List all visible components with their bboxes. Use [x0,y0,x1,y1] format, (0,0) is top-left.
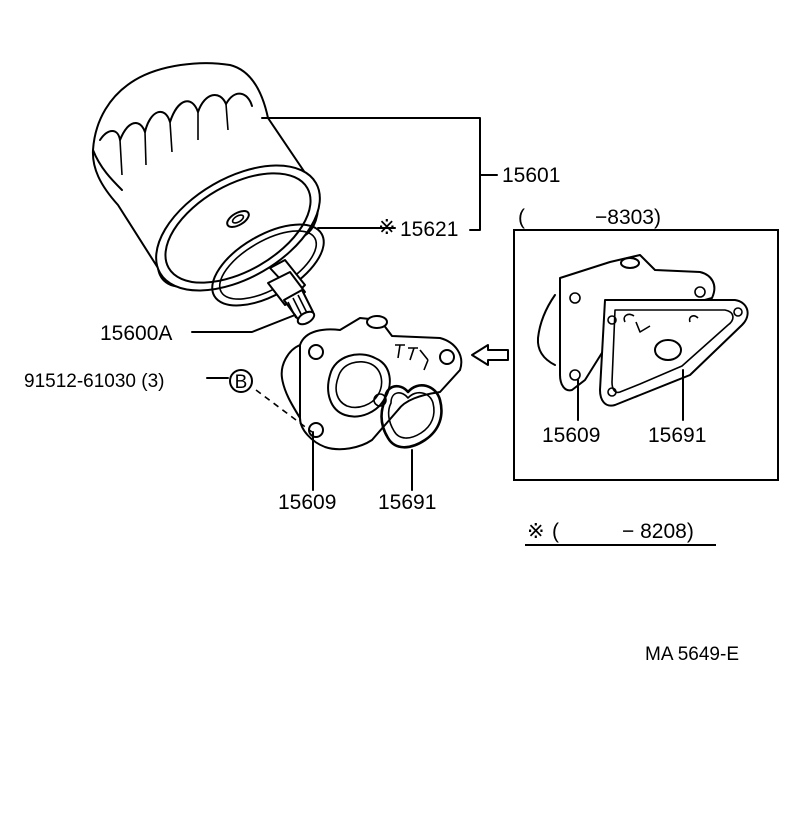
inset-box [513,229,779,481]
oil-filter [91,62,321,292]
part-label-filter-gasket: 15621 [400,218,458,241]
leader-lines [191,117,684,491]
inset-range-open: ( [518,206,525,229]
part-label-union-bolt: 15600A [100,322,172,345]
bracket-oring [380,384,443,449]
part-label-oring-inset: 15691 [648,424,706,447]
asterisk-marker: ※ [378,216,396,239]
bolt-ref-marker: B [229,369,253,393]
figure-code: MA 5649-E [645,644,739,665]
bolt-ref-letter: B [235,372,248,393]
inset-range-end: −8303) [595,206,661,229]
part-label-bolt: 91512-61030 (3) [24,371,165,392]
part-label-bracket-gasket-inset: 15609 [542,424,600,447]
inset-gasket [599,299,749,407]
footnote-asterisk: ※ [527,520,545,543]
asterisk-footnote: ※ ( − 8208) [525,520,716,546]
footnote-range-end: − 8208) [622,520,694,543]
part-label-oil-filter: 15601 [502,164,560,187]
inset-pointer-arrow [471,344,509,366]
union-bolt [267,259,316,326]
footnote-range-open: ( [552,520,559,543]
part-label-bracket-gasket: 15609 [278,491,336,514]
part-label-oring: 15691 [378,491,436,514]
oil-filter-bracket [280,315,463,451]
